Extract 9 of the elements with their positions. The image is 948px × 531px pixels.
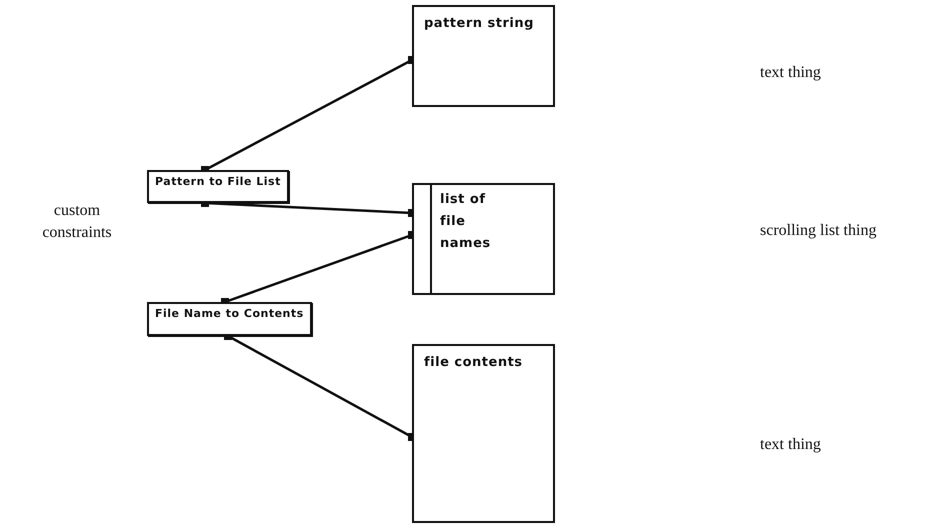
- annotation-text: custom constraints: [41, 201, 113, 243]
- constraint-box: File Name to Contents: [147, 302, 312, 336]
- scrolling-list-box: list of file names: [412, 183, 555, 295]
- annotation-text: text thing: [760, 63, 821, 83]
- constraint-box: Pattern to File List: [147, 170, 289, 203]
- annotation-text: scrolling list thing: [760, 221, 876, 241]
- annotation-text: text thing: [760, 435, 821, 455]
- text-box: pattern string: [412, 5, 555, 107]
- text-box: file contents: [412, 344, 555, 523]
